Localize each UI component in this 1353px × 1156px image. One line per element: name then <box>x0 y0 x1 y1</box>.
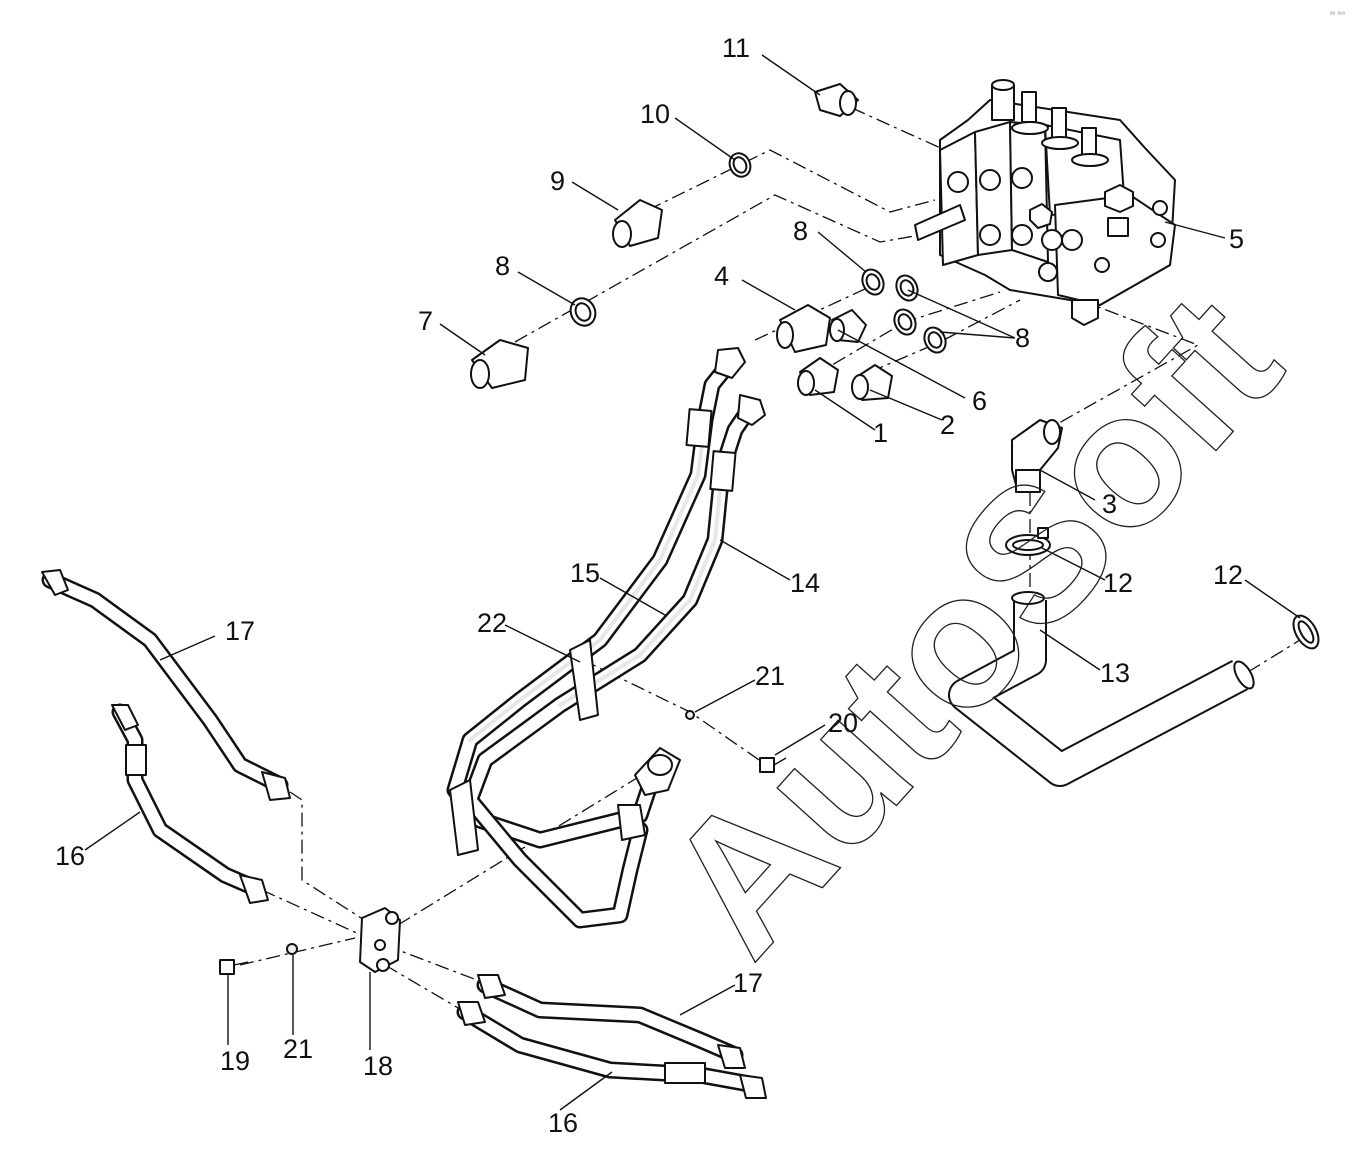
callout-8-upper: 8 <box>793 216 808 246</box>
bolt-20 <box>759 757 787 773</box>
adapter-2 <box>851 364 893 401</box>
callout-15: 15 <box>570 558 600 588</box>
tee-block-18 <box>359 907 401 973</box>
fitting-11 <box>814 83 859 117</box>
callout-19: 19 <box>220 1046 250 1076</box>
callout-21-upper: 21 <box>755 661 785 691</box>
hose-15 <box>446 347 746 849</box>
callout-21-lower: 21 <box>283 1034 313 1064</box>
hose-16-upper-left <box>111 703 269 904</box>
callout-17-lower: 17 <box>733 968 763 998</box>
callout-1: 1 <box>873 418 888 448</box>
callout-13: 13 <box>1100 658 1130 688</box>
callout-5: 5 <box>1229 224 1244 254</box>
nut-21-lower <box>286 943 298 955</box>
fitting-9 <box>612 199 663 248</box>
nut-21-upper <box>685 710 695 720</box>
seal-ring-8-left <box>569 297 597 327</box>
adapter-1 <box>797 357 839 396</box>
elbow-fitting-3 <box>1011 419 1063 493</box>
suction-hose-13 <box>948 591 1255 787</box>
hose-17-upper-left <box>41 569 291 801</box>
callout-6: 6 <box>972 386 987 416</box>
callout-14: 14 <box>790 568 820 598</box>
callout-16-upper: 16 <box>55 841 85 871</box>
callout-16-lower: 16 <box>548 1108 578 1138</box>
hose-17-lower <box>476 974 746 1069</box>
hose-clamp-12-upper <box>1005 527 1051 556</box>
fitting-7 <box>470 339 529 389</box>
hose-14 <box>461 394 766 929</box>
callout-4: 4 <box>714 261 729 291</box>
callout-8-right: 8 <box>1015 323 1030 353</box>
seal-rings-8-right <box>861 268 947 354</box>
callout-labels: 11 10 9 8 7 8 4 5 8 6 2 1 3 12 12 13 14 … <box>55 33 1244 1138</box>
leader-lines <box>84 54 1301 1111</box>
adapter-4 <box>776 304 831 353</box>
callout-17-upper: 17 <box>225 616 255 646</box>
callout-7: 7 <box>418 306 433 336</box>
callout-8-left: 8 <box>495 251 510 281</box>
control-valve-assembly <box>914 79 1176 326</box>
callout-9: 9 <box>550 166 565 196</box>
callout-11: 11 <box>722 33 750 63</box>
callout-22: 22 <box>477 608 507 638</box>
bolt-19 <box>219 959 249 975</box>
hose-16-lower <box>456 1001 767 1099</box>
callout-3: 3 <box>1102 489 1117 519</box>
seal-ring-10 <box>728 152 752 178</box>
corner-mark: ᵃᵘ ᵃᵘᵒ <box>1330 11 1346 18</box>
adapter-6 <box>829 309 867 343</box>
callout-18: 18 <box>363 1051 393 1081</box>
callout-2: 2 <box>940 410 955 440</box>
callout-12-upper: 12 <box>1103 568 1133 598</box>
callout-20: 20 <box>828 708 858 738</box>
hose-clamp-12-right <box>1292 614 1320 650</box>
callout-10: 10 <box>640 99 670 129</box>
callout-12-right: 12 <box>1213 560 1243 590</box>
